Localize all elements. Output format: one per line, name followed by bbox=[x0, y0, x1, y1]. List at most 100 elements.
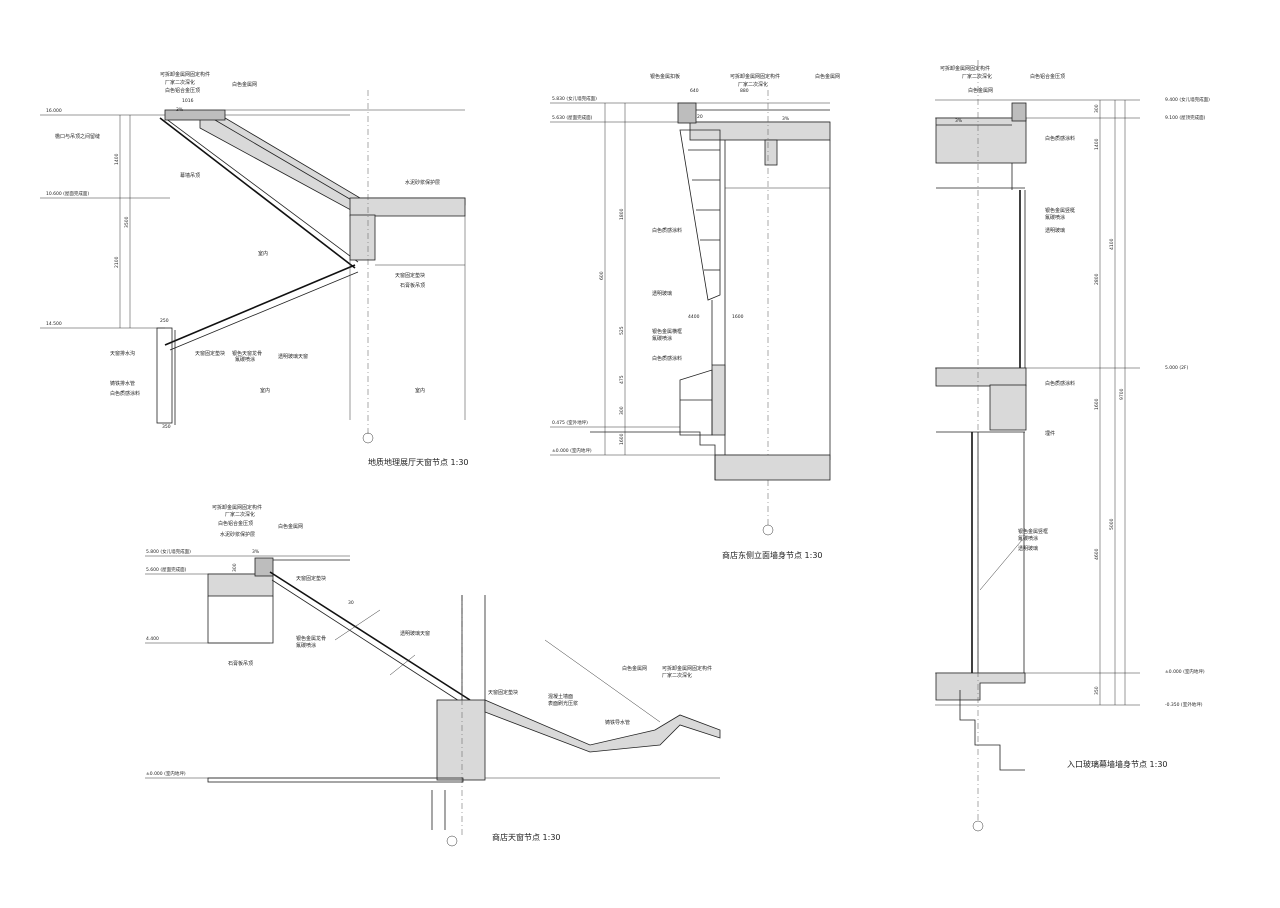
annotation-label: 埋件 bbox=[1045, 430, 1055, 437]
annotation-label: 表面刷光压浆 bbox=[548, 700, 578, 707]
annotation-label: 铸铁排水管 bbox=[110, 380, 135, 387]
annotation-label: 天窗固定垫块 bbox=[395, 272, 425, 279]
dim-text: 350 bbox=[162, 424, 171, 430]
level-text: 10.600 (屋面完成面) bbox=[46, 190, 89, 197]
dim-text: 350 bbox=[1094, 686, 1100, 695]
annotation-label: 透明玻璃天窗 bbox=[278, 353, 308, 360]
annotation-label: 幕墙吊顶 bbox=[180, 172, 200, 179]
annotation-label: 可拆卸金属网固定构件 bbox=[730, 73, 780, 80]
annotation-label: 氟碳喷涂 bbox=[235, 356, 255, 363]
dim-text: 30 bbox=[348, 600, 354, 606]
annotation-label: 天窗固定垫块 bbox=[195, 350, 225, 357]
annotation-label: 白色质感涂料 bbox=[110, 390, 140, 397]
dim-text: 300 bbox=[1094, 104, 1100, 113]
dim-text: 1600 bbox=[732, 314, 744, 320]
annotation-label: 白色金属网 bbox=[968, 87, 993, 94]
level-text: 9.100 (屋顶完成面) bbox=[1165, 114, 1206, 121]
annotation-label: 银色金属横框 bbox=[652, 328, 682, 335]
level-text: 5.630 (屋面完成面) bbox=[552, 114, 593, 121]
dim-text: 3% bbox=[955, 118, 963, 124]
annotation-label: 厂家二次深化 bbox=[165, 79, 195, 86]
detail-shop-skylight: 5.800 (女儿墙完成面) 5.600 (屋面完成面) 4.400 ±0.00… bbox=[145, 504, 721, 847]
annotation-label: 银色金属竖框 bbox=[1018, 528, 1048, 535]
dim-text: 300 bbox=[232, 563, 238, 572]
annotation-label: 可拆卸金属网固定构件 bbox=[940, 65, 990, 72]
level-text: 5.000 (2F) bbox=[1165, 365, 1189, 371]
dim-text: 525 bbox=[619, 326, 625, 335]
dim-text: 1400 bbox=[114, 153, 120, 165]
level-text: 4.400 bbox=[146, 636, 159, 642]
dim-text: 2100 bbox=[114, 256, 120, 268]
annotation-label: 可拆卸金属网固定构件 bbox=[160, 71, 210, 78]
annotation-label: 白色金属网 bbox=[278, 523, 303, 530]
annotation-label: 厂家二次深化 bbox=[225, 511, 255, 518]
dim-text: 1600 bbox=[1094, 398, 1100, 410]
dim-text: 3500 bbox=[124, 216, 130, 228]
annotation-label: 天窗固定垫块 bbox=[296, 575, 326, 582]
detail-title: 商店东侧立面墙身节点 1:30 bbox=[722, 550, 823, 560]
annotation-label: 氟碳喷涂 bbox=[1018, 535, 1038, 542]
annotation-label: 透明玻璃 bbox=[1018, 545, 1038, 552]
detail-title: 商店天窗节点 1:30 bbox=[492, 832, 561, 842]
dim-text: 1800 bbox=[619, 208, 625, 220]
level-text: 0.475 (室外地坪) bbox=[552, 419, 588, 426]
level-text: ±0.000 (室内地坪) bbox=[146, 770, 186, 777]
annotation-label: 厂家二次深化 bbox=[962, 73, 992, 80]
level-text: ±0.000 (室内地坪) bbox=[552, 447, 592, 454]
annotation-label: 白色铝合金压顶 bbox=[1030, 73, 1065, 80]
dim-text: 600 bbox=[599, 271, 605, 280]
annotation-label: 天窗固定垫块 bbox=[488, 689, 518, 696]
annotation-label: 白色质感涂料 bbox=[652, 227, 682, 234]
detail-shop-east-wall: 5.830 (女儿墙完成面) 5.630 (屋面完成面) 0.475 (室外地坪… bbox=[550, 73, 840, 560]
level-text: 5.830 (女儿墙完成面) bbox=[552, 95, 597, 102]
annotation-label: 檐口与吊顶之间留缝 bbox=[55, 133, 100, 140]
dim-text: 300 bbox=[619, 406, 625, 415]
annotation-label: 可拆卸金属网固定构件 bbox=[662, 665, 712, 672]
detail-entrance-curtain-wall: 9.400 (女儿墙完成面) 9.100 (屋顶完成面) 5.000 (2F) … bbox=[935, 60, 1210, 832]
dim-text: 640 bbox=[690, 88, 699, 94]
dim-text: 3% bbox=[176, 107, 184, 113]
annotation-label: 石膏板吊顶 bbox=[400, 282, 425, 289]
dim-text: 880 bbox=[740, 88, 749, 94]
annotation-label: 铸铁导水管 bbox=[605, 719, 630, 726]
annotation-label: 室内 bbox=[260, 387, 270, 394]
annotation-label: 透明玻璃天窗 bbox=[400, 630, 430, 637]
annotation-label: 白色金属网 bbox=[622, 665, 647, 672]
annotation-label: 白色质感涂料 bbox=[652, 355, 682, 362]
dim-text: 250 bbox=[160, 318, 169, 324]
annotation-label: 氟碳喷涂 bbox=[1045, 214, 1065, 221]
annotation-label: 银色金属竖梃 bbox=[1045, 207, 1075, 214]
detail-title: 地质地理展厅天窗节点 1:30 bbox=[368, 457, 469, 467]
annotation-label: 混凝土墙面 bbox=[548, 693, 573, 700]
annotation-label: 透明玻璃 bbox=[1045, 227, 1065, 234]
dim-text: 9700 bbox=[1119, 388, 1125, 400]
dim-text: 5000 bbox=[1109, 518, 1115, 530]
dim-text: 3% bbox=[252, 549, 260, 555]
level-text: -0.350 (室外地坪) bbox=[1165, 701, 1203, 708]
dim-text: 1400 bbox=[1094, 138, 1100, 150]
level-text: 16.000 bbox=[46, 108, 62, 114]
annotation-label: 室内 bbox=[415, 387, 425, 394]
level-text: ±0.000 (室内地坪) bbox=[1165, 668, 1205, 675]
annotation-label: 透明玻璃 bbox=[652, 290, 672, 297]
annotation-label: 室内 bbox=[258, 250, 268, 257]
annotation-label: 厂家二次深化 bbox=[738, 81, 768, 88]
annotation-label: 白色质感涂料 bbox=[1045, 380, 1075, 387]
dim-text: 4100 bbox=[1109, 238, 1115, 250]
annotation-label: 银色金属扣板 bbox=[650, 73, 680, 80]
level-text: 14.500 bbox=[46, 321, 62, 327]
annotation-label: 厂家二次深化 bbox=[662, 672, 692, 679]
annotation-label: 可拆卸金属网固定构件 bbox=[212, 504, 262, 511]
dim-text: 20 bbox=[697, 114, 703, 120]
annotation-label: 银色天窗龙骨 bbox=[232, 350, 262, 357]
dim-text: 1016 bbox=[182, 98, 194, 104]
annotation-label: 白色金属网 bbox=[232, 81, 257, 88]
annotation-label: 天窗排水沟 bbox=[110, 350, 135, 357]
level-text: 9.400 (女儿墙完成面) bbox=[1165, 96, 1210, 103]
annotation-label: 白色质感涂料 bbox=[1045, 135, 1075, 142]
level-text: 5.600 (屋面完成面) bbox=[146, 566, 187, 573]
annotation-label: 水泥砂浆保护层 bbox=[220, 531, 255, 538]
dim-text: 475 bbox=[619, 375, 625, 384]
dim-text: 4400 bbox=[688, 314, 700, 320]
